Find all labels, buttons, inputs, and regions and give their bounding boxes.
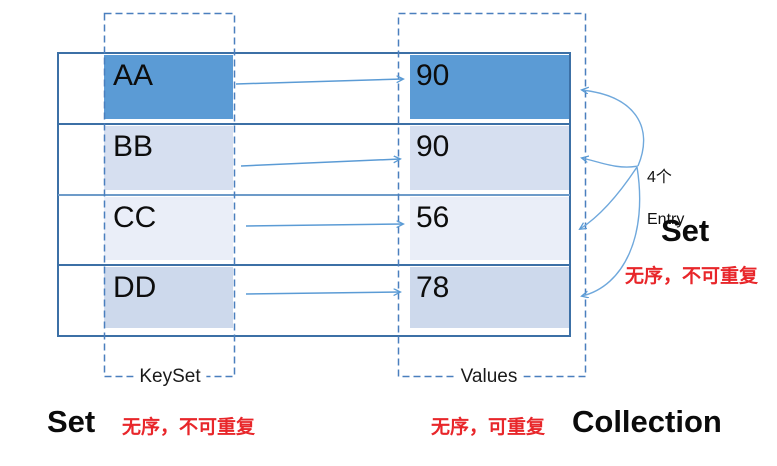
right-set-title: Set: [661, 213, 710, 248]
value-cell: 90: [410, 55, 569, 119]
right-set-desc: 无序，不可重复: [625, 266, 759, 287]
bottom-set-desc: 无序，不可重复: [122, 417, 256, 438]
arrow-aa-to-90: [235, 79, 403, 85]
key-cell: CC: [104, 197, 233, 260]
bottom-values-desc: 无序，可重复: [431, 417, 546, 438]
entry-word: Entry: [647, 211, 685, 228]
bottom-collection-title: Collection: [572, 404, 722, 439]
values-label: Values: [454, 366, 524, 388]
curve-to-row2: [582, 158, 639, 168]
key-cell: AA: [104, 55, 233, 119]
curve-to-row3: [580, 166, 638, 229]
value-cell: 56: [410, 197, 569, 260]
arrow-dd-to-78: [245, 292, 400, 294]
key-cell: BB: [104, 126, 233, 190]
keyset-label: KeySet: [133, 366, 207, 388]
arrow-bb-to-90: [240, 159, 400, 167]
curve-to-row1: [582, 90, 645, 167]
key-cell: DD: [104, 267, 233, 328]
value-cell: 90: [410, 126, 569, 190]
arrow-cc-to-56: [245, 224, 403, 226]
key-to-value-arrows: [235, 79, 403, 294]
value-cell: 78: [410, 267, 569, 328]
bottom-set-title: Set: [47, 404, 96, 439]
entry-count: 4个: [647, 169, 672, 186]
entry-count-note: 4个 Entry: [647, 146, 684, 251]
